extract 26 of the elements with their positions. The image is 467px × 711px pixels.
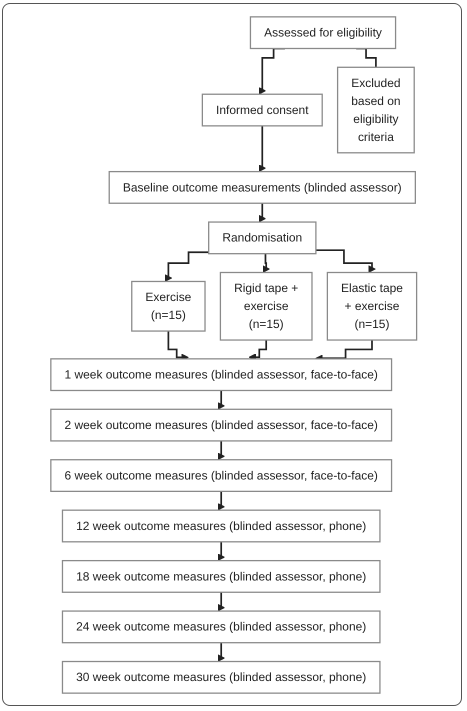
node-box: Assessed for eligibility	[250, 16, 396, 50]
arrow	[258, 202, 266, 222]
arrow	[217, 591, 225, 612]
arrow	[164, 251, 208, 282]
node-box: 6 week outcome measures (blinded assessor, face-to-face)	[50, 459, 392, 492]
node-box: 12 week outcome measures (blinded assessor, phone)	[62, 510, 380, 542]
node-box: Exercise (n=15)	[130, 280, 206, 332]
arrow	[217, 642, 225, 662]
node-box: Informed consent	[202, 94, 323, 126]
node-box: Excluded based on eligibility criteria	[336, 66, 415, 154]
node-box: 18 week outcome measures (blinded assessor, phone)	[62, 560, 380, 593]
arrow	[217, 540, 225, 561]
node-box: Baseline outcome measurements (blinded assessor)	[108, 170, 416, 204]
arrow	[217, 390, 225, 410]
arrow	[258, 125, 266, 172]
node-box: 30 week outcome measures (blinded assessor, phone)	[62, 660, 380, 694]
node-box: 2 week outcome measures (blinded assessor, face-to-face)	[50, 408, 392, 442]
node-box: 24 week outcome measures (blinded assessor, phone)	[62, 610, 380, 644]
node-box: Elastic tape + exercise (n=15)	[326, 272, 418, 341]
node-box: 1 week outcome measures (blinded assessor, face-to-face)	[50, 358, 392, 392]
arrow	[262, 252, 270, 273]
node-box: Randomisation	[208, 221, 316, 254]
node-box: Rigid tape + exercise (n=15)	[220, 272, 312, 341]
arrow	[316, 249, 376, 273]
arrow	[217, 490, 225, 511]
arrow	[217, 440, 225, 460]
